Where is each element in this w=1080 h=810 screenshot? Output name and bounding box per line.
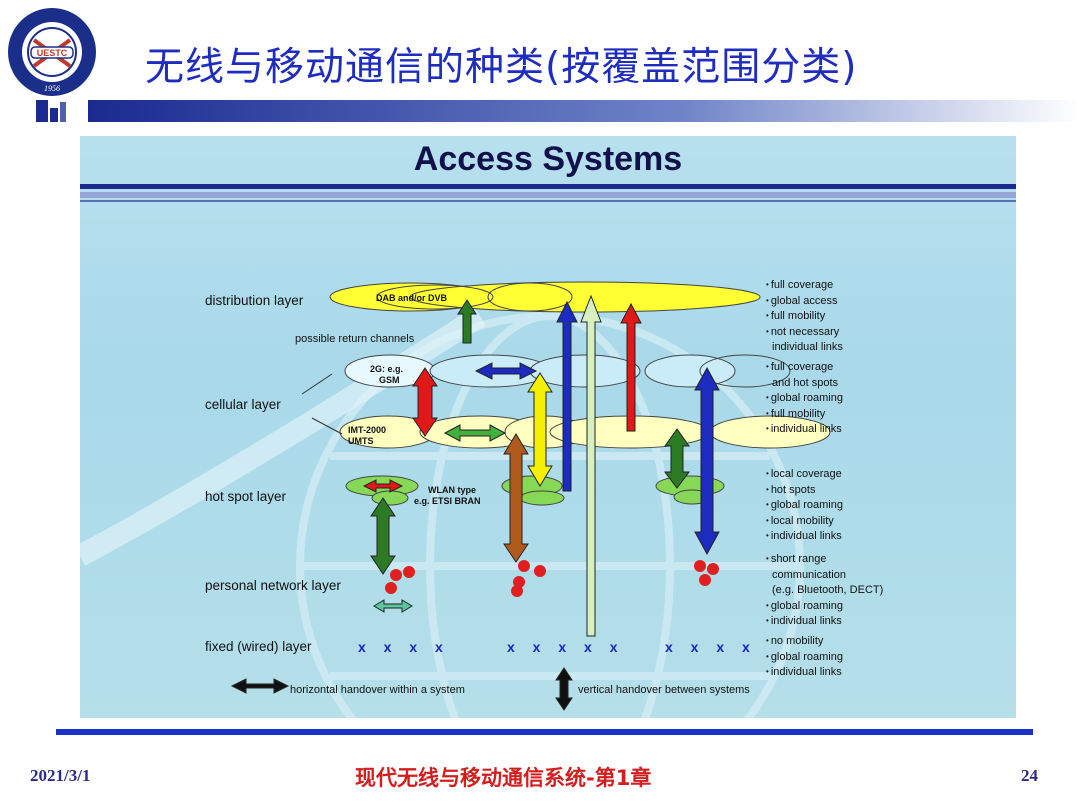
legend-vertical-arrow (555, 667, 573, 711)
handover-arrows (230, 294, 720, 711)
bullet: global roaming (766, 599, 883, 615)
bullet: individual links (772, 341, 843, 353)
layer-fixed: fixed (wired) layer (205, 639, 312, 654)
bullet: local mobility (766, 514, 843, 530)
logo-text: UESTC (37, 48, 68, 58)
bullet: hot spots (766, 483, 843, 499)
hotspot-bullets: local coverage hot spots global roaming … (766, 467, 843, 545)
bullet: individual links (766, 614, 883, 630)
footer-divider (56, 729, 1033, 735)
wlan-label-1: WLAN type (428, 485, 476, 495)
header-decorative-bar (36, 100, 1080, 122)
figure-drawing (80, 184, 1016, 718)
layer-distribution: distribution layer (205, 293, 304, 308)
wlan-label-2: e.g. ETSI BRAN (414, 496, 481, 506)
access-systems-figure: Access Systems distribution layer possib… (80, 136, 1016, 718)
personal-bullets: short range communication (e.g. Bluetoot… (766, 552, 883, 630)
bullet: and hot spots (772, 376, 839, 389)
bullet: no mobility (766, 634, 843, 650)
legend-horizontal-arrow (230, 678, 290, 694)
distribution-bullets: full coverage global access full mobilit… (766, 278, 843, 356)
gsm-label-2: GSM (379, 375, 400, 385)
bullet: global roaming (766, 498, 843, 514)
cellular-bullets: full coverage and hot spots global roami… (766, 360, 843, 438)
bullet: full coverage (766, 278, 843, 294)
footer-date: 2021/3/1 (30, 766, 91, 785)
imt-label-1: IMT-2000 (348, 425, 387, 435)
bullet: full mobility (766, 309, 843, 325)
bullet: communication (772, 568, 846, 581)
gsm-label-1: 2G: e.g. (370, 364, 404, 374)
logo-year: 1956 (44, 84, 60, 93)
slide-title: 无线与移动通信的种类(按覆盖范围分类) (145, 45, 858, 90)
bullet: local coverage (766, 467, 843, 483)
bullet: global roaming (766, 391, 843, 407)
fixed-terminals-1: x x x x (358, 639, 450, 655)
fixed-terminals-3: x x x x (665, 639, 757, 655)
imt-label-2: UMTS (348, 436, 374, 446)
legend-vertical-label: vertical handover between systems (578, 684, 750, 696)
bullet: full coverage (766, 360, 843, 376)
bullet: short range (766, 552, 883, 568)
university-logo: UESTC 1956 (8, 8, 96, 96)
fixed-terminals-2: x x x x x (507, 639, 625, 655)
bullet: not necessary (766, 325, 843, 341)
fixed-bullets: no mobility global roaming individual li… (766, 634, 843, 681)
bullet: global access (766, 294, 843, 310)
bullet: (e.g. Bluetooth, DECT) (772, 584, 884, 596)
figure-title: Access Systems (413, 140, 683, 178)
layer-cellular: cellular layer (205, 397, 281, 412)
title-band (80, 184, 1016, 189)
bullet: individual links (766, 422, 843, 438)
dab-label: DAB and/or DVB (376, 293, 448, 303)
bullet: individual links (766, 665, 843, 681)
page-number: 24 (1021, 766, 1038, 785)
personal-devices (385, 560, 719, 597)
layer-hotspot: hot spot layer (205, 489, 287, 504)
bullet: individual links (766, 529, 843, 545)
layer-personal: personal network layer (205, 578, 341, 593)
bullet: full mobility (766, 407, 843, 423)
bullet: global roaming (766, 650, 843, 666)
footer-course-title: 现代无线与移动通信系统-第1章 (355, 766, 652, 790)
return-channels-label: possible return channels (295, 333, 415, 345)
legend-horizontal-label: horizontal handover within a system (290, 684, 465, 696)
